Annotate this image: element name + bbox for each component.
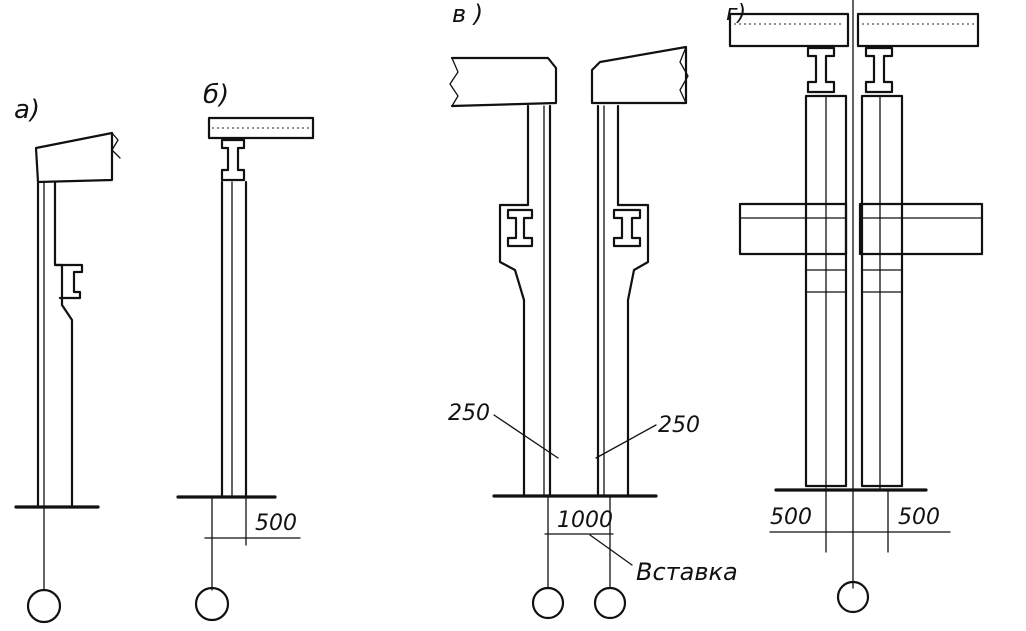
- panel-v-right-column-outer: [616, 104, 650, 496]
- panel-v-insert-label: Вставка: [636, 558, 738, 586]
- panel-a-column-right-edge: [53, 180, 74, 507]
- panel-b-beam-section: [220, 138, 246, 182]
- panel-b-label: б): [203, 80, 229, 110]
- panel-b-dim-500: 500: [255, 511, 297, 536]
- panel-v-insert-leader: [589, 534, 633, 566]
- panel-b-roof-slab: [207, 116, 315, 140]
- panel-v-dim-250-right: 250: [658, 413, 700, 438]
- panel-v-dim-1000: 1000: [557, 508, 613, 533]
- panel-g-left-slab: [728, 12, 850, 48]
- panel-g-right-column: [860, 94, 904, 488]
- panel-g-axis-marker: [836, 580, 870, 614]
- panel-a-roof-beam: [34, 131, 114, 184]
- panel-a-axis-marker: [26, 588, 62, 624]
- panel-v-left-roof-beam: [450, 56, 558, 108]
- panel-g-left-beam-section: [806, 46, 836, 94]
- panel-v-label: в ): [452, 0, 483, 28]
- panel-v-leader-right: [595, 424, 657, 459]
- panel-g-left-floor-beam: [738, 202, 848, 256]
- panel-v-left-crane-rail: [506, 208, 534, 248]
- panel-a: а): [14, 95, 121, 624]
- panel-v-right-crane-rail: [612, 208, 642, 248]
- panel-g-right-floor-beam: [858, 202, 984, 256]
- panel-v-right-roof-beam: [590, 45, 688, 105]
- panel-g-dim-500-left: 500: [770, 505, 812, 530]
- panel-v-axis-marker-left: [531, 586, 565, 620]
- panel-g: г) 500 500: [726, 0, 984, 614]
- panel-g-right-beam-section: [864, 46, 894, 94]
- panel-v-dim-250-left: 250: [448, 401, 490, 426]
- panel-b: б) 500: [176, 80, 315, 622]
- panel-g-dim-500-right: 500: [898, 505, 940, 530]
- panel-v-left-column-outer: [498, 104, 530, 496]
- panel-v-leader-left: [493, 414, 559, 459]
- panel-a-label: а): [14, 95, 40, 125]
- panel-v: в ) 250 250 1000 Вставка: [448, 0, 738, 620]
- panel-a-crane-rail: [54, 263, 84, 300]
- panel-b-axis-marker: [194, 586, 230, 622]
- panel-a-break-line: [111, 132, 121, 159]
- panel-g-right-slab: [856, 12, 980, 48]
- panel-v-axis-marker-right: [593, 586, 627, 620]
